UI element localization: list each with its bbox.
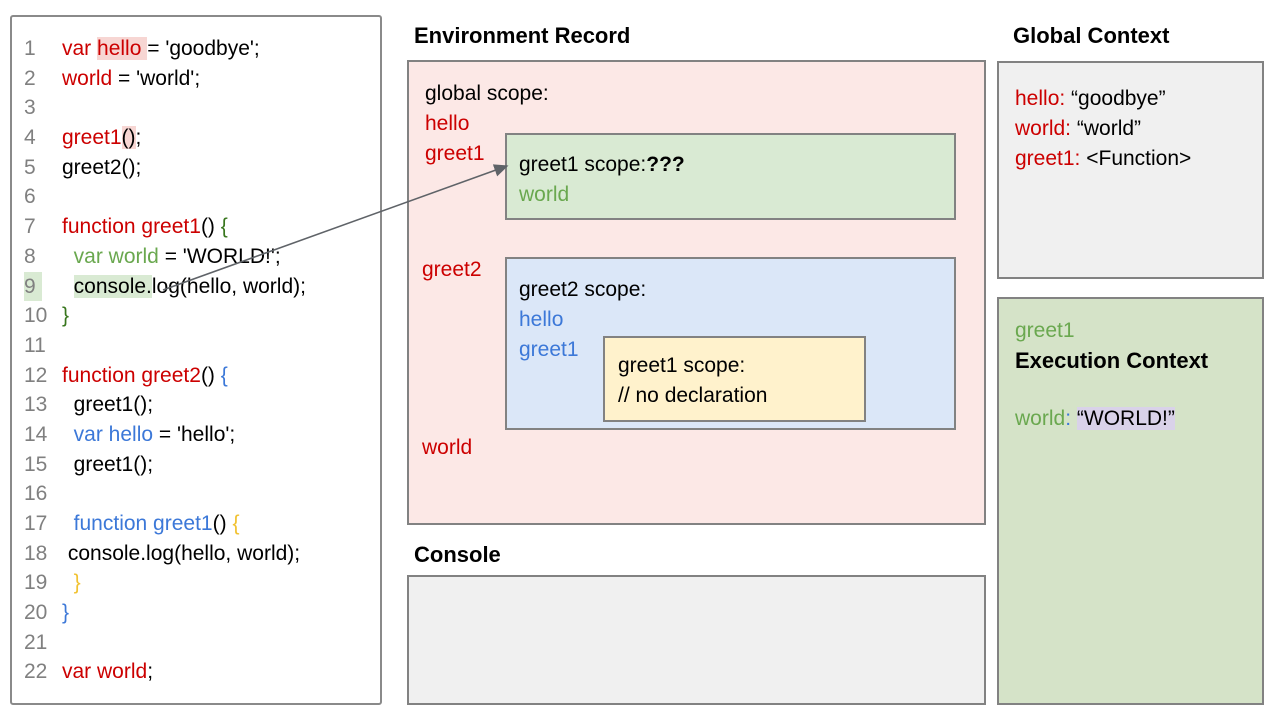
code-text — [62, 93, 380, 123]
code-text: function greet1() { — [62, 215, 228, 239]
line-number: 8 — [24, 244, 36, 268]
code-text: greet1(); — [62, 452, 154, 476]
code-text — [62, 331, 380, 361]
code-line-18: 18 console.log(hello, world); — [12, 539, 380, 569]
global-context-entry-world: world: “world” — [1015, 117, 1142, 140]
code-line-19: 19 } — [12, 568, 380, 598]
greet2-scope-box: greet2 scope: hello greet1 greet1 scope:… — [505, 257, 956, 430]
environment-record-title: Environment Record — [414, 23, 631, 48]
code-line-12: 12 function greet2() { — [12, 361, 380, 391]
line-number: 5 — [24, 155, 36, 179]
inner-greet1-scope-comment: // no declaration — [618, 384, 768, 407]
code-line-9: 9 console.log(hello, world); — [12, 271, 380, 302]
global-scope-box: global scope: hello greet1 greet2 world … — [407, 60, 986, 525]
line-number: 17 — [24, 512, 48, 535]
global-context-box: hello: “goodbye” world: “world” greet1: … — [997, 61, 1264, 279]
line-number: 16 — [24, 482, 48, 506]
line-number: 4 — [24, 126, 36, 150]
greet1-scope-box: greet1 scope:??? world — [505, 133, 956, 220]
code-line-6: 6 — [12, 182, 380, 212]
line-number: 6 — [24, 185, 36, 209]
console-title: Console — [414, 542, 501, 567]
greet2-scope-header: greet2 scope: — [519, 278, 647, 301]
greet1-scope-var-world: world — [519, 183, 570, 206]
execution-context-fn-name: greet1 — [1015, 319, 1075, 342]
line-number: 10 — [24, 304, 48, 328]
global-var-greet1: greet1 — [425, 142, 485, 165]
line-number: 11 — [24, 333, 46, 357]
line-number: 12 — [24, 363, 48, 387]
line-number: 19 — [24, 571, 48, 595]
global-context-title: Global Context — [1013, 23, 1170, 48]
line-number: 3 — [24, 96, 36, 120]
code-text: greet2(); — [62, 155, 142, 179]
line-number: 18 — [24, 541, 48, 565]
inner-greet1-scope-box: greet1 scope: // no declaration — [603, 336, 866, 422]
console-output — [409, 577, 984, 587]
code-text: console.log(hello, world); — [73, 274, 306, 298]
code-line-16: 16 — [12, 479, 380, 509]
global-scope-label: global scope: — [425, 82, 549, 105]
code-text: var world = 'WORLD!'; — [73, 244, 281, 268]
line-number: 2 — [24, 66, 36, 90]
line-number: 1 — [24, 37, 36, 60]
code-line-21: 21 — [12, 628, 380, 658]
code-text: console.log(hello, world); — [62, 541, 301, 565]
code-text: greet1(); — [62, 126, 142, 150]
code-text: } — [62, 304, 70, 328]
code-text: var hello = 'hello'; — [73, 422, 236, 446]
code-editor-panel: 1 var hello = 'goodbye'; 2 world = 'world';… — [10, 15, 382, 705]
line-number: 14 — [24, 422, 48, 446]
code-line-10: 10} — [12, 301, 380, 331]
code-line-5: 5 greet2(); — [12, 153, 380, 183]
line-number: 15 — [24, 452, 48, 476]
line-number: 7 — [24, 215, 36, 239]
line-number: 20 — [24, 601, 48, 625]
line-number: 13 — [24, 393, 48, 417]
line-number: 9 — [12, 271, 62, 302]
code-text: function greet1() { — [73, 512, 240, 535]
code-text — [62, 479, 380, 509]
greet2-scope-var-greet1: greet1 — [519, 338, 579, 361]
greet2-scope-var-hello: hello — [519, 308, 564, 331]
code-line-15: 15 greet1(); — [12, 450, 380, 480]
line-number: 22 — [24, 660, 48, 684]
inner-greet1-scope-header: greet1 scope: — [618, 354, 746, 377]
code-line-8: 8 var world = 'WORLD!'; — [12, 242, 380, 272]
code-text: var hello = 'goodbye'; — [62, 37, 260, 60]
code-text — [62, 628, 380, 658]
code-line-22: 22 var world; — [12, 657, 380, 687]
code-line-1: 1 var hello = 'goodbye'; — [12, 34, 380, 64]
code-line-17: 17 function greet1() { — [12, 509, 380, 539]
global-var-world: world — [422, 436, 473, 459]
code-text: function greet2() { — [62, 363, 228, 387]
code-line-4: 4 greet1(); — [12, 123, 380, 153]
global-var-hello: hello — [425, 112, 470, 135]
code-text: world = 'world'; — [62, 66, 201, 90]
code-line-14: 14 var hello = 'hello'; — [12, 420, 380, 450]
code-line-2: 2 world = 'world'; — [12, 64, 380, 94]
code-line-7: 7 function greet1() { — [12, 212, 380, 242]
code-line-20: 20} — [12, 598, 380, 628]
execution-context-entry-world: world: “WORLD!” — [1015, 407, 1175, 430]
code-line-11: 11 — [12, 331, 380, 361]
code-line-3: 3 — [12, 93, 380, 123]
global-context-entry-hello: hello: “goodbye” — [1015, 87, 1166, 110]
greet1-scope-header: greet1 scope:??? — [519, 153, 685, 176]
global-var-greet2: greet2 — [422, 258, 482, 281]
global-context-entry-greet1: greet1: <Function> — [1015, 147, 1192, 170]
code-text: } — [62, 601, 70, 625]
execution-context-title: Execution Context — [1015, 348, 1209, 373]
code-line-13: 13 greet1(); — [12, 390, 380, 420]
code-text: greet1(); — [62, 393, 154, 417]
code-text: var world; — [62, 660, 154, 684]
console-output-box — [407, 575, 986, 705]
code-text: } — [62, 571, 81, 595]
execution-context-box: greet1 Execution Context world: “WORLD!” — [997, 297, 1264, 705]
line-number: 21 — [24, 630, 48, 654]
code-text — [62, 182, 380, 212]
